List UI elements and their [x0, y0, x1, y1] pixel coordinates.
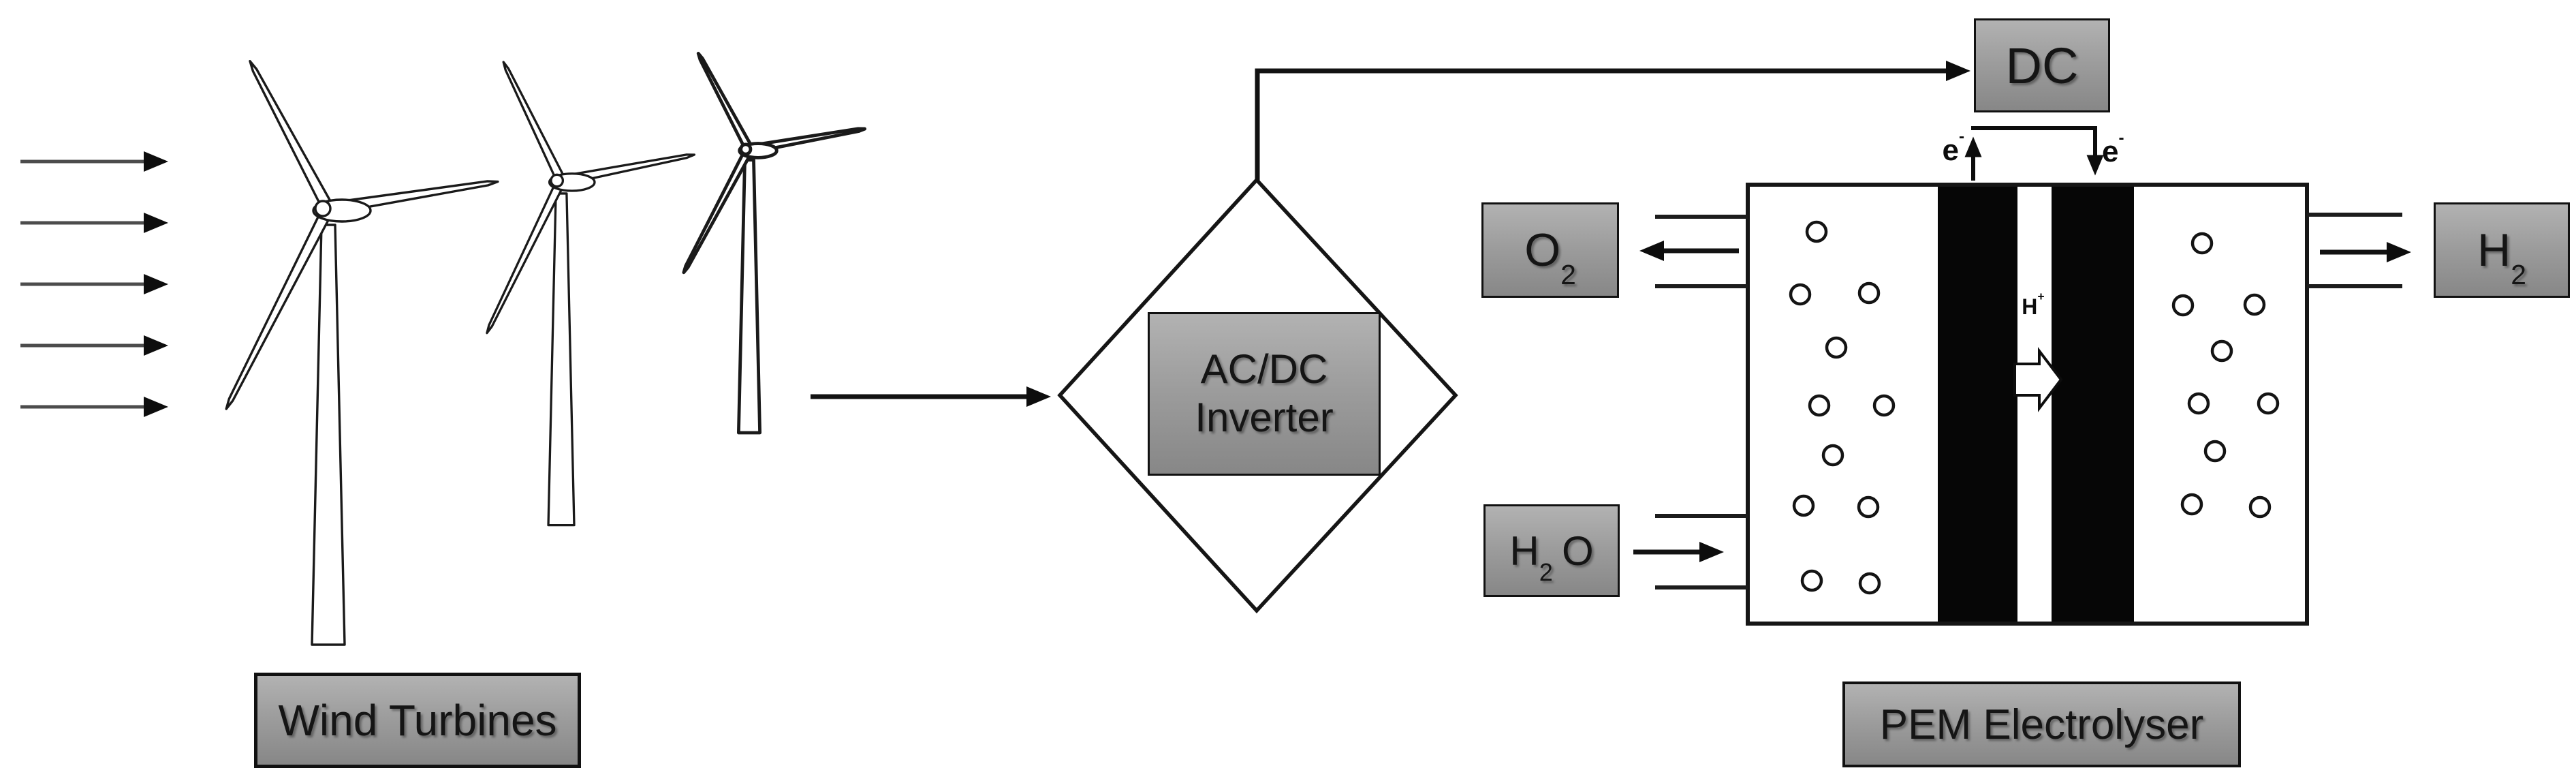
gas-bubble-icon: [2171, 294, 2195, 317]
dc-label-text: DC: [2005, 37, 2079, 94]
electron-circuit: [1964, 126, 2104, 181]
wind-turbine-icon: [486, 61, 696, 527]
acdc-inverter-line1: AC/DC: [1200, 346, 1328, 393]
gas-bubble-icon: [2248, 495, 2272, 519]
gas-bubble-icons-cathode: [2171, 232, 2280, 519]
wind-arrow-icons: [20, 151, 168, 417]
gas-bubble-icon: [2243, 293, 2266, 316]
gas-bubble-icon: [1825, 336, 1848, 359]
gas-bubble-icon: [2187, 392, 2210, 415]
hydrogen-symbol: H2: [2477, 224, 2526, 290]
hydrogen-outlet: [2307, 213, 2411, 288]
gas-bubble-icon: [1857, 495, 1880, 519]
anode-electrode: [1938, 187, 2017, 622]
wind-turbines-label-text: Wind Turbines: [278, 696, 557, 745]
proton-arrow-icon: [2013, 347, 2063, 412]
hydrogen-label: H2: [2434, 202, 2570, 298]
gas-bubble-icons-anode: [1789, 220, 1896, 595]
gas-bubble-icon: [2203, 440, 2227, 463]
acdc-inverter-line2: Inverter: [1195, 395, 1334, 440]
gas-bubble-icon: [1789, 283, 1812, 306]
pem-electrolyser-label-text: PEM Electrolyser: [1879, 701, 2204, 748]
wind-turbine-icon: [225, 59, 499, 646]
dc-label: DC: [1974, 18, 2110, 112]
electron-label-right: e-: [2102, 129, 2124, 168]
flow-arrow-inverter-to-dc: [1255, 61, 1970, 183]
gas-bubble-icon: [1805, 220, 1828, 243]
gas-bubble-icon: [2190, 232, 2214, 255]
oxygen-outlet: [1639, 215, 1748, 288]
gas-bubble-icon: [1857, 281, 1881, 305]
gas-bubble-icon: [1808, 394, 1831, 417]
wind-turbine-icon: [682, 51, 867, 435]
electron-down-arrow-icon: [1971, 126, 2104, 176]
oxygen-label: O2: [1481, 202, 1619, 298]
wind-turbines-label: Wind Turbines: [254, 673, 581, 768]
gas-bubble-icon: [1872, 394, 1896, 417]
proton-label: H+: [2022, 290, 2045, 319]
gas-bubble-icon: [1821, 444, 1844, 467]
acdc-inverter-label: AC/DC Inverter: [1148, 312, 1381, 476]
gas-bubble-icon: [2257, 392, 2280, 415]
wind-turbine-group: [225, 51, 867, 646]
gas-bubble-icon: [1858, 572, 1881, 595]
gas-bubble-icon: [1800, 569, 1823, 592]
gas-bubble-icon: [1792, 494, 1815, 517]
gas-bubble-icon: [2210, 339, 2233, 363]
pem-electrolyser-label: PEM Electrolyser: [1842, 682, 2241, 767]
water-inlet: [1633, 514, 1748, 589]
gas-bubble-icon: [2180, 493, 2203, 516]
electron-label-left: e-: [1942, 127, 1964, 167]
oxygen-symbol: O2: [1524, 224, 1576, 290]
electrolyser-cell: [1746, 183, 2309, 626]
cathode-electrode: [2052, 187, 2134, 622]
